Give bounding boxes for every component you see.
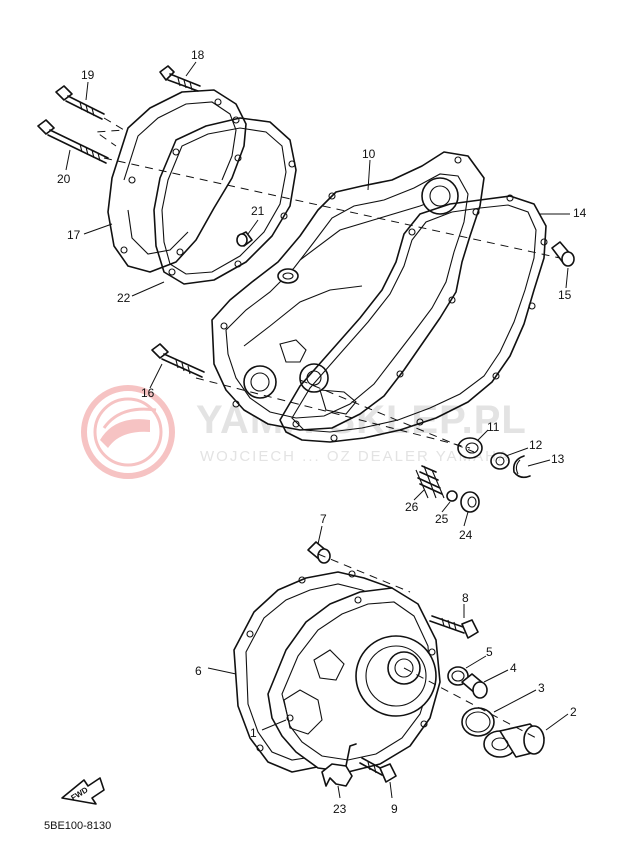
callout-22: 22 (117, 291, 131, 305)
callout-26: 26 (405, 500, 419, 514)
callout-4: 4 (510, 661, 517, 675)
alignment-line-top (103, 157, 561, 259)
leader-lines (65, 61, 570, 799)
callout-1: 1 (250, 726, 257, 740)
spring-26 (415, 465, 445, 499)
crankcase-cover-gasket-14 (279, 194, 548, 443)
callout-12: 12 (529, 438, 543, 452)
callout-20: 20 (57, 172, 71, 186)
callout-5: 5 (486, 645, 493, 659)
bolt-9 (359, 757, 397, 783)
callout-8: 8 (462, 591, 469, 605)
o-ring-3 (461, 707, 495, 737)
callout-16: 16 (141, 386, 155, 400)
callout-13: 13 (551, 452, 565, 466)
dowel-pin-7 (307, 541, 331, 564)
bolt-20 (37, 119, 109, 164)
callout-17: 17 (67, 228, 81, 242)
bolt-19 (55, 85, 105, 120)
callout-10: 10 (362, 147, 376, 161)
callout-labels: 1 2 3 4 5 6 7 8 9 10 11 12 13 14 15 16 1… (57, 48, 587, 816)
callout-11: 11 (487, 420, 500, 434)
washer-12 (490, 452, 510, 470)
callout-3: 3 (538, 681, 545, 695)
callout-18: 18 (191, 48, 205, 62)
dowel-pin-21 (236, 231, 253, 247)
callout-24: 24 (459, 528, 473, 542)
alignment-line-plugs (403, 667, 541, 741)
clutch-cover-gasket-22 (153, 116, 297, 285)
bolt-19-alignment-line (94, 117, 126, 147)
o-ring-5 (447, 666, 469, 686)
ball-25 (446, 490, 458, 502)
callout-14: 14 (573, 206, 587, 220)
callout-2: 2 (570, 705, 577, 719)
clutch-outer-cover-17 (107, 89, 247, 273)
crankcase-cover-10 (211, 151, 485, 431)
bolt-8 (429, 615, 479, 639)
callout-25: 25 (435, 512, 449, 526)
callout-23: 23 (333, 802, 347, 816)
clamp-23 (321, 743, 357, 787)
alignment-line-mid (195, 377, 471, 449)
alignment-line-seal (299, 379, 475, 453)
watermark-logo-icon (81, 385, 175, 479)
diagram-code: 5BE100-8130 (44, 820, 111, 832)
alignment-line-dowel-7 (317, 553, 411, 593)
plug-24 (460, 491, 480, 513)
callout-6: 6 (195, 664, 202, 678)
circlip-13 (512, 455, 531, 479)
callout-9: 9 (391, 802, 398, 816)
callout-15: 15 (558, 288, 572, 302)
plug-4 (461, 673, 488, 699)
watermark-sub-text: WOJCIECH ... OZ DEALER YAMAHA (200, 448, 510, 465)
crankcase-cover-1 (267, 587, 441, 773)
callout-19: 19 (81, 68, 95, 82)
forward-arrow-icon: FWD (61, 777, 105, 805)
bolt-18 (159, 65, 201, 92)
plug-2 (483, 723, 545, 758)
dowel-pin-15 (551, 241, 575, 267)
callout-21: 21 (251, 204, 265, 218)
bolt-16 (151, 343, 205, 378)
callout-7: 7 (320, 512, 327, 526)
